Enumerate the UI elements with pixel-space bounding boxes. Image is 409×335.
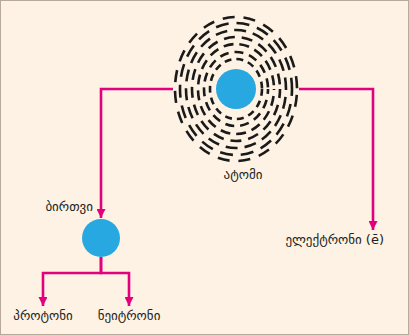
electron-cloud [175, 17, 297, 161]
connector-arrow [101, 89, 173, 218]
neutron-label-node: ნეიტრონი [95, 307, 164, 325]
atom-node: ატომი [173, 17, 299, 183]
node-label: ნეიტრონი [98, 308, 161, 324]
node-label: ატომი [173, 167, 299, 183]
proton-label-node: პროტონი [10, 307, 75, 325]
nucleus-circle [82, 219, 120, 257]
node-label: ელექტრონი (ē) [285, 232, 384, 248]
node-label: პროტონი [13, 308, 72, 324]
node-label: ბირთვი [45, 199, 93, 215]
nucleus-circle [216, 69, 256, 109]
electron-label-node: ელექტრონი (ē) [282, 231, 387, 249]
connector-arrow [43, 257, 101, 306]
nucleus-node: ბირთვი [82, 219, 120, 257]
connector-arrow [101, 257, 129, 306]
connector-arrow [299, 89, 373, 230]
